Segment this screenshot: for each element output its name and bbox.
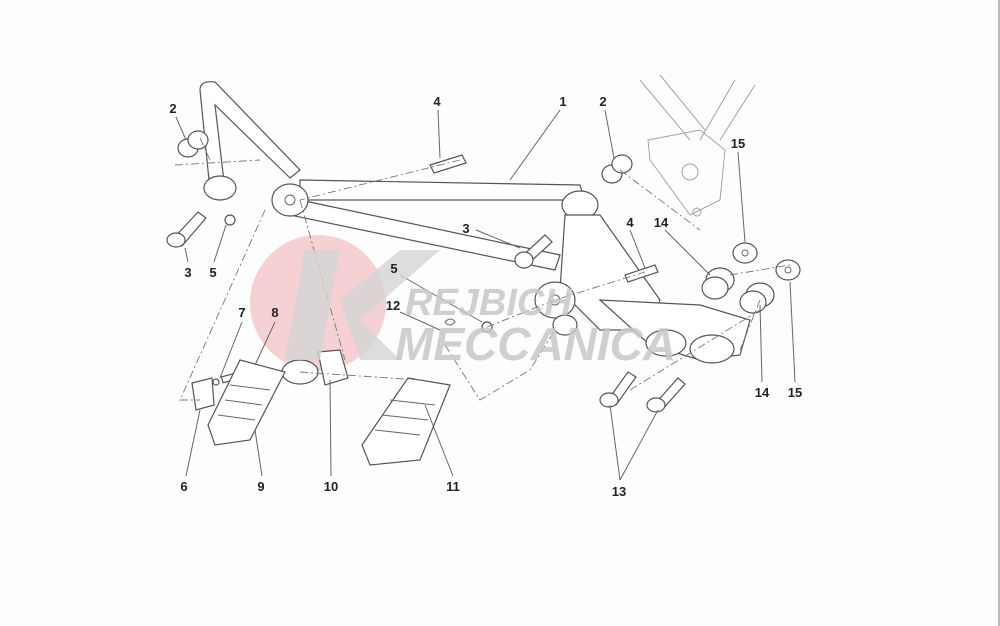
callout-labels: 1 2 2 3 3 4 4 5 5 6 7 8 9 10 11 12 13 14… <box>169 94 802 499</box>
callout-15: 15 <box>788 385 802 400</box>
callout-2: 2 <box>599 94 606 109</box>
callout-5: 5 <box>390 261 397 276</box>
callout-14: 14 <box>755 385 770 400</box>
callout-2: 2 <box>169 101 176 116</box>
callout-5: 5 <box>209 265 216 280</box>
callout-13: 13 <box>612 484 626 499</box>
callout-4: 4 <box>626 215 634 230</box>
callout-1: 1 <box>559 94 566 109</box>
callout-12: 12 <box>386 298 400 313</box>
watermark-line2: MECCANICA <box>395 318 676 370</box>
leader-lines <box>175 109 796 481</box>
footpegs <box>207 359 451 466</box>
callout-7: 7 <box>238 305 245 320</box>
callout-3: 3 <box>184 265 191 280</box>
watermark-logo: REJBICH MECCANICA <box>285 250 676 370</box>
callout-3: 3 <box>462 221 469 236</box>
footrest-bracket <box>199 81 751 364</box>
callout-4: 4 <box>433 94 441 109</box>
callout-8: 8 <box>271 305 278 320</box>
frame-fragment <box>639 74 756 217</box>
callout-14: 14 <box>654 215 669 230</box>
callout-9: 9 <box>257 479 264 494</box>
right-border <box>998 0 1000 626</box>
callout-10: 10 <box>324 479 338 494</box>
callout-15: 15 <box>731 136 745 151</box>
assembly-lines <box>174 137 791 401</box>
watermark-line1: REJBICH <box>405 282 573 324</box>
callout-6: 6 <box>180 479 187 494</box>
callout-11: 11 <box>446 479 460 494</box>
small-parts <box>166 130 801 413</box>
